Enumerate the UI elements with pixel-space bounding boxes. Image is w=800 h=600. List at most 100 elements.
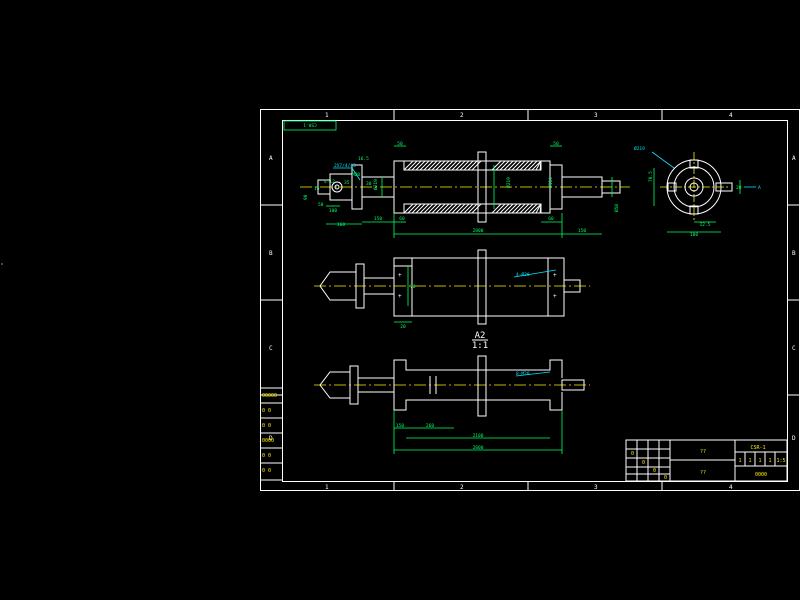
svg-text:1: 1 bbox=[738, 458, 741, 464]
title-block[interactable]: ?? ?? CSR-1 1 1 1 1 1:5 0000 0 0 0 0 bbox=[625, 439, 788, 482]
left-table-row-1: 00000 bbox=[262, 393, 277, 399]
hatch-line bbox=[519, 203, 530, 214]
hatch-line bbox=[435, 160, 446, 171]
hatch-line bbox=[415, 203, 426, 214]
left-table-row-4: 0000 bbox=[262, 438, 274, 444]
svg-text:0: 0 bbox=[631, 451, 634, 457]
section-view[interactable]: A2 1:1 8-M20 150 260 2100 2800 bbox=[314, 331, 590, 454]
end-dim-w2: 22.5 bbox=[700, 222, 711, 228]
zone-col-top-3: 3 bbox=[594, 112, 598, 119]
zone-col-bottom-4: 4 bbox=[729, 484, 733, 491]
hatch-line bbox=[499, 160, 510, 171]
hatch-line bbox=[495, 160, 506, 171]
zone-row-left-b: B bbox=[269, 250, 273, 257]
title-sheet-info: 0000 bbox=[755, 472, 767, 478]
hatch-line bbox=[447, 160, 458, 171]
hatch-line bbox=[431, 160, 442, 171]
dim-right-end: 150 bbox=[578, 228, 586, 234]
top-body bbox=[393, 257, 565, 317]
hatch-line bbox=[507, 203, 518, 214]
hatch-line bbox=[463, 203, 474, 214]
hatch-line bbox=[415, 160, 426, 171]
hatch-line bbox=[403, 160, 414, 171]
left-table-row-2: 0 0 bbox=[262, 408, 271, 414]
hatch-line bbox=[459, 160, 470, 171]
dim-f: 15 bbox=[314, 186, 320, 192]
hatch-line bbox=[535, 203, 542, 214]
dim-right-small: 60 bbox=[548, 216, 554, 222]
hatch-line bbox=[515, 160, 526, 171]
hatch-line bbox=[455, 160, 466, 171]
hatch-lines bbox=[403, 160, 542, 214]
zone-row-right-d: D bbox=[792, 435, 796, 442]
svg-text:1: 1 bbox=[768, 458, 771, 464]
hatch-line bbox=[527, 203, 538, 214]
dim-overall: 2800 bbox=[473, 228, 484, 234]
end-key bbox=[715, 182, 733, 192]
section-dim-d2: 260 bbox=[426, 423, 434, 429]
title-drawing-no: CSR-1 bbox=[750, 445, 765, 451]
top-dim-slot-h: 20 bbox=[400, 324, 406, 330]
dim-left-small: 60 bbox=[399, 216, 405, 222]
hatch-line bbox=[503, 160, 514, 171]
dim-h: 30 bbox=[366, 181, 372, 187]
zone-col-top-2: 2 bbox=[460, 112, 464, 119]
left-revision-table: 00000 0 0 0 0 0000 0 0 0 0 bbox=[260, 387, 283, 481]
dim-body-dia: Ø219 bbox=[505, 177, 512, 188]
zone-col-top-4: 4 bbox=[729, 112, 733, 119]
end-view-arrow: A bbox=[758, 185, 761, 191]
zone-row-left-c: C bbox=[269, 345, 273, 352]
hatch-line bbox=[423, 203, 434, 214]
dim-e: 35 bbox=[344, 180, 350, 186]
left-table-row-3: 0 0 bbox=[262, 423, 271, 429]
zone-row-left-d: D bbox=[269, 435, 273, 442]
hatch-line bbox=[531, 160, 542, 171]
end-dim-side: 20 bbox=[736, 185, 742, 191]
top-dim-slot-w: 70 bbox=[410, 284, 416, 290]
hatch-line bbox=[467, 203, 478, 214]
hatch-line bbox=[411, 160, 422, 171]
hatch-line bbox=[523, 160, 534, 171]
top-view[interactable]: + + + + 4-Ø20 70 20 bbox=[314, 249, 590, 330]
section-dim-d3: 2100 bbox=[473, 433, 484, 439]
hatch-line bbox=[443, 203, 454, 214]
hatch-line bbox=[535, 160, 542, 171]
section-scale: 1:1 bbox=[472, 341, 488, 351]
hatch-line bbox=[459, 203, 470, 214]
hatch-line bbox=[531, 203, 542, 214]
right-shaft-tip bbox=[601, 180, 621, 194]
zone-col-bottom-2: 2 bbox=[460, 484, 464, 491]
front-view[interactable]: 2800 150 150 60 60 50 50 Ø219 Ø114 Ø50 Ø… bbox=[300, 141, 630, 238]
svg-text:+: + bbox=[553, 272, 557, 279]
title-drawing-name: ?? bbox=[700, 449, 706, 455]
hub-bore bbox=[331, 181, 343, 193]
dim-left-end: 150 bbox=[374, 216, 382, 222]
zone-col-top-1: 1 bbox=[325, 112, 329, 119]
dim-g: 16.5 bbox=[358, 156, 369, 162]
dim-top-left: 50 bbox=[397, 141, 403, 147]
end-view[interactable]: Ø219 100 22.5 70.5 20 A bbox=[634, 145, 761, 238]
left-table-row-5: 0 0 bbox=[262, 453, 271, 459]
zone-col-bottom-1: 1 bbox=[325, 484, 329, 491]
hatch-line bbox=[451, 203, 462, 214]
hatch-line bbox=[499, 203, 510, 214]
top-note: 4-Ø20 bbox=[516, 271, 530, 278]
zone-row-left-a: A bbox=[269, 155, 273, 162]
svg-text:+: + bbox=[398, 272, 402, 279]
zone-row-right-c: C bbox=[792, 345, 796, 352]
section-label: A2 bbox=[475, 331, 486, 341]
hatch-line bbox=[471, 203, 482, 214]
front-note: 2X7/4/43 bbox=[334, 163, 356, 169]
hatch-line bbox=[407, 203, 418, 214]
hatch-line bbox=[463, 160, 474, 171]
hatch-line bbox=[419, 160, 430, 171]
section-dim-overall: 2800 bbox=[473, 445, 484, 451]
stray-point bbox=[1, 263, 3, 265]
hatch-line bbox=[511, 203, 522, 214]
end-dim-w1: 100 bbox=[690, 232, 698, 238]
svg-text:0: 0 bbox=[653, 468, 656, 474]
zone-row-right-a: A bbox=[792, 155, 796, 162]
corner-tag: CSR-1 bbox=[283, 120, 337, 131]
hatch-line bbox=[539, 160, 542, 171]
